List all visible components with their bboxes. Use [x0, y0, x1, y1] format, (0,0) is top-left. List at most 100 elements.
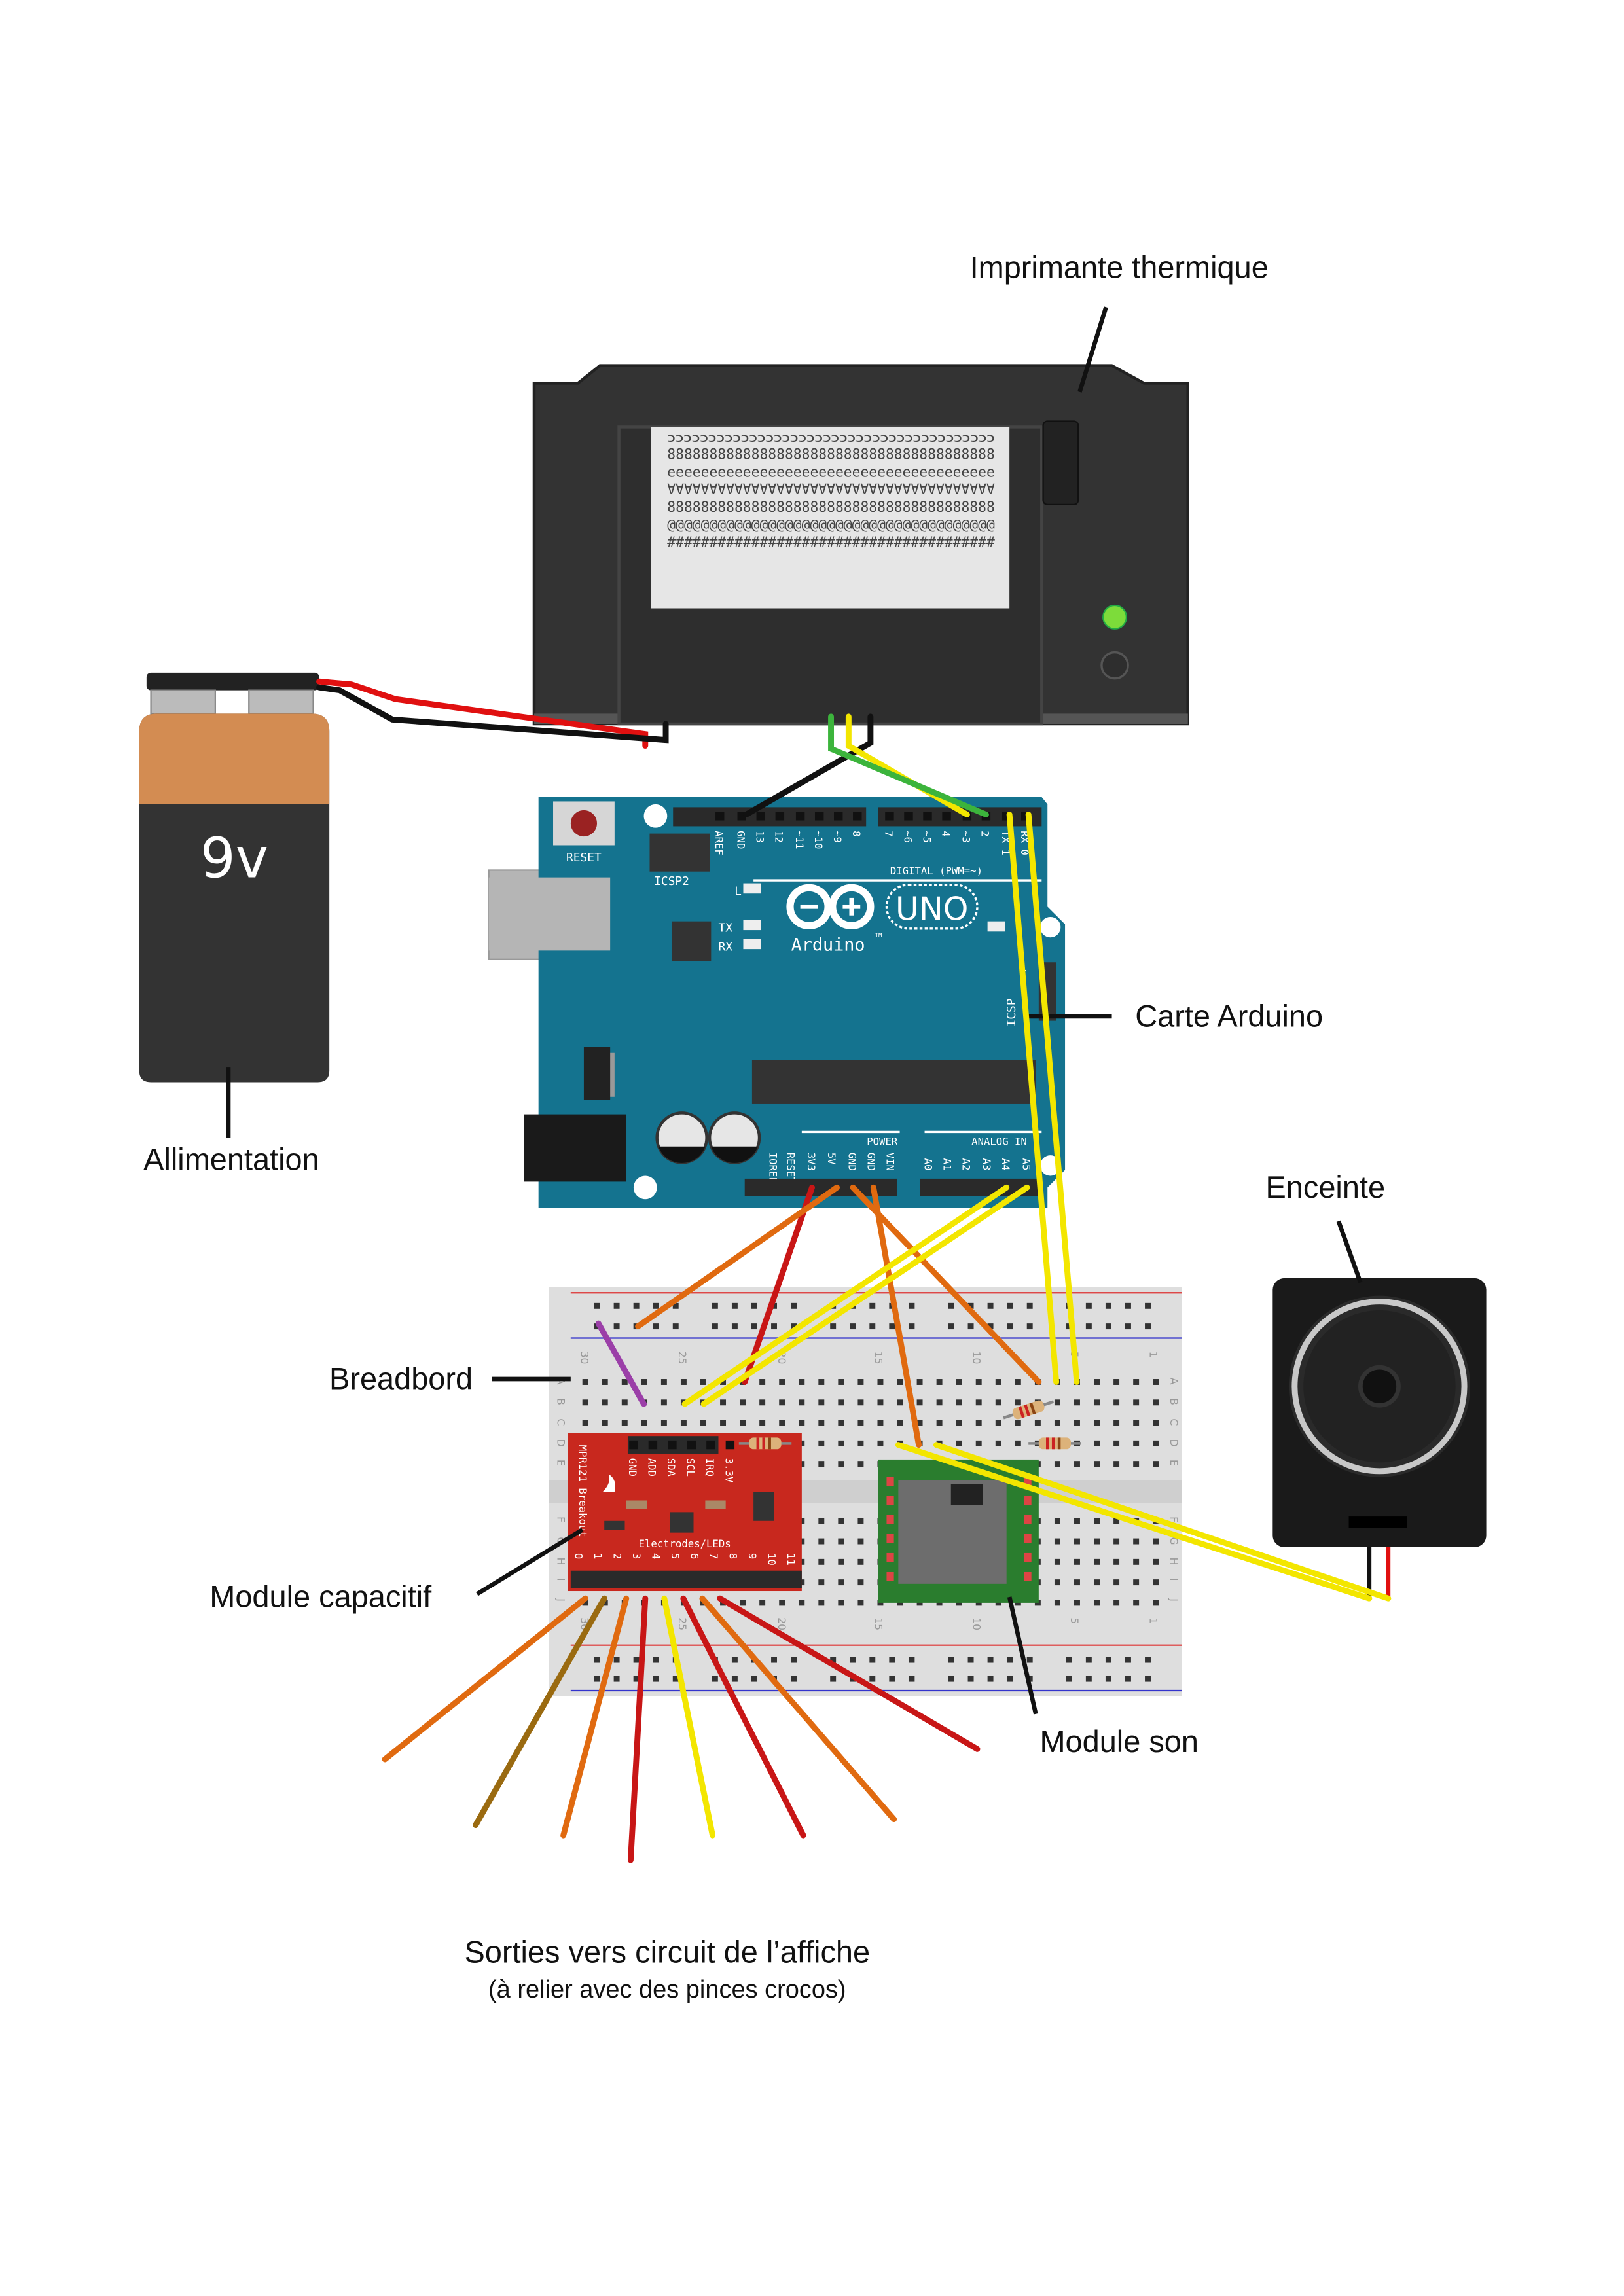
breadboard-hole[interactable] — [877, 1420, 884, 1426]
breadboard-hole[interactable] — [1133, 1440, 1140, 1446]
breadboard-hole[interactable] — [1074, 1420, 1080, 1426]
breadboard-hole[interactable] — [838, 1600, 844, 1606]
rail-hole[interactable] — [613, 1323, 620, 1330]
breadboard-hole[interactable] — [857, 1579, 864, 1586]
breadboard-hole[interactable] — [818, 1600, 825, 1606]
breadboard-hole[interactable] — [936, 1399, 943, 1406]
breadboard-hole[interactable] — [877, 1600, 884, 1606]
breadboard-hole[interactable] — [1113, 1600, 1120, 1606]
rail-hole[interactable] — [791, 1323, 797, 1330]
rail-hole[interactable] — [1145, 1323, 1151, 1330]
printer-paper-button[interactable] — [1042, 420, 1079, 505]
rail-hole[interactable] — [1125, 1657, 1131, 1663]
breadboard-hole[interactable] — [1113, 1558, 1120, 1565]
rail-hole[interactable] — [830, 1323, 837, 1330]
breadboard-hole[interactable] — [897, 1379, 903, 1385]
breadboard-hole[interactable] — [916, 1600, 923, 1606]
rail-hole[interactable] — [751, 1302, 757, 1309]
breadboard-hole[interactable] — [1054, 1461, 1060, 1467]
breadboard-hole[interactable] — [877, 1440, 884, 1446]
breadboard-hole[interactable] — [995, 1399, 1001, 1406]
rail-hole[interactable] — [751, 1676, 757, 1682]
breadboard-hole[interactable] — [857, 1558, 864, 1565]
breadboard-hole[interactable] — [1034, 1420, 1041, 1426]
breadboard-hole[interactable] — [1153, 1379, 1159, 1385]
breadboard-hole[interactable] — [759, 1420, 766, 1426]
rail-hole[interactable] — [948, 1302, 954, 1309]
breadboard-hole[interactable] — [680, 1420, 687, 1426]
breadboard-hole[interactable] — [838, 1461, 844, 1467]
breadboard-hole[interactable] — [1094, 1538, 1100, 1545]
rail-hole[interactable] — [1026, 1323, 1033, 1330]
rail-hole[interactable] — [1066, 1676, 1072, 1682]
breadboard-hole[interactable] — [720, 1420, 727, 1426]
rail-hole[interactable] — [948, 1323, 954, 1330]
breadboard-hole[interactable] — [877, 1399, 884, 1406]
breadboard-hole[interactable] — [857, 1420, 864, 1426]
breadboard-hole[interactable] — [740, 1399, 746, 1406]
rail-hole[interactable] — [633, 1676, 640, 1682]
breadboard-hole[interactable] — [916, 1420, 923, 1426]
breadboard-hole[interactable] — [602, 1379, 608, 1385]
breadboard-hole[interactable] — [857, 1399, 864, 1406]
breadboard-hole[interactable] — [956, 1600, 962, 1606]
rail-hole[interactable] — [1145, 1676, 1151, 1682]
rail-hole[interactable] — [672, 1302, 679, 1309]
breadboard-hole[interactable] — [1153, 1399, 1159, 1406]
breadboard-hole[interactable] — [799, 1600, 805, 1606]
rail-hole[interactable] — [653, 1657, 659, 1663]
breadboard-hole[interactable] — [857, 1518, 864, 1524]
breadboard-hole[interactable] — [621, 1399, 628, 1406]
breadboard-hole[interactable] — [602, 1420, 608, 1426]
breadboard-hole[interactable] — [1074, 1399, 1080, 1406]
breadboard-hole[interactable] — [680, 1379, 687, 1385]
rail-hole[interactable] — [613, 1676, 620, 1682]
rail-hole[interactable] — [987, 1676, 994, 1682]
breadboard-hole[interactable] — [818, 1558, 825, 1565]
breadboard-hole[interactable] — [621, 1379, 628, 1385]
breadboard-hole[interactable] — [1054, 1600, 1060, 1606]
breadboard-hole[interactable] — [1153, 1600, 1159, 1606]
breadboard-hole[interactable] — [1054, 1399, 1060, 1406]
rail-hole[interactable] — [987, 1302, 994, 1309]
rail-hole[interactable] — [948, 1657, 954, 1663]
breadboard-hole[interactable] — [1015, 1440, 1021, 1446]
breadboard-hole[interactable] — [779, 1379, 785, 1385]
rail-hole[interactable] — [594, 1657, 600, 1663]
breadboard-hole[interactable] — [740, 1600, 746, 1606]
breadboard-hole[interactable] — [799, 1379, 805, 1385]
breadboard-hole[interactable] — [857, 1379, 864, 1385]
breadboard-hole[interactable] — [897, 1399, 903, 1406]
breadboard-hole[interactable] — [1113, 1420, 1120, 1426]
breadboard-hole[interactable] — [621, 1420, 628, 1426]
breadboard-hole[interactable] — [838, 1440, 844, 1446]
rail-hole[interactable] — [771, 1657, 777, 1663]
rail-hole[interactable] — [731, 1323, 738, 1330]
breadboard-hole[interactable] — [818, 1579, 825, 1586]
breadboard-hole[interactable] — [975, 1600, 982, 1606]
rail-hole[interactable] — [850, 1323, 856, 1330]
breadboard-hole[interactable] — [1153, 1538, 1159, 1545]
breadboard-hole[interactable] — [838, 1558, 844, 1565]
breadboard-hole[interactable] — [818, 1440, 825, 1446]
rail-hole[interactable] — [1125, 1676, 1131, 1682]
breadboard-hole[interactable] — [1094, 1579, 1100, 1586]
breadboard-hole[interactable] — [818, 1399, 825, 1406]
breadboard-hole[interactable] — [1074, 1558, 1080, 1565]
breadboard-hole[interactable] — [1054, 1579, 1060, 1586]
rail-hole[interactable] — [987, 1657, 994, 1663]
breadboard-hole[interactable] — [1094, 1420, 1100, 1426]
rail-hole[interactable] — [1145, 1657, 1151, 1663]
breadboard-hole[interactable] — [779, 1600, 785, 1606]
breadboard-hole[interactable] — [818, 1379, 825, 1385]
breadboard-hole[interactable] — [995, 1600, 1001, 1606]
breadboard-hole[interactable] — [1054, 1518, 1060, 1524]
breadboard-hole[interactable] — [759, 1399, 766, 1406]
rail-hole[interactable] — [594, 1302, 600, 1309]
breadboard-hole[interactable] — [1054, 1420, 1060, 1426]
breadboard-hole[interactable] — [838, 1518, 844, 1524]
rail-hole[interactable] — [909, 1676, 915, 1682]
breadboard-hole[interactable] — [936, 1600, 943, 1606]
breadboard-hole[interactable] — [975, 1399, 982, 1406]
rail-hole[interactable] — [830, 1657, 837, 1663]
